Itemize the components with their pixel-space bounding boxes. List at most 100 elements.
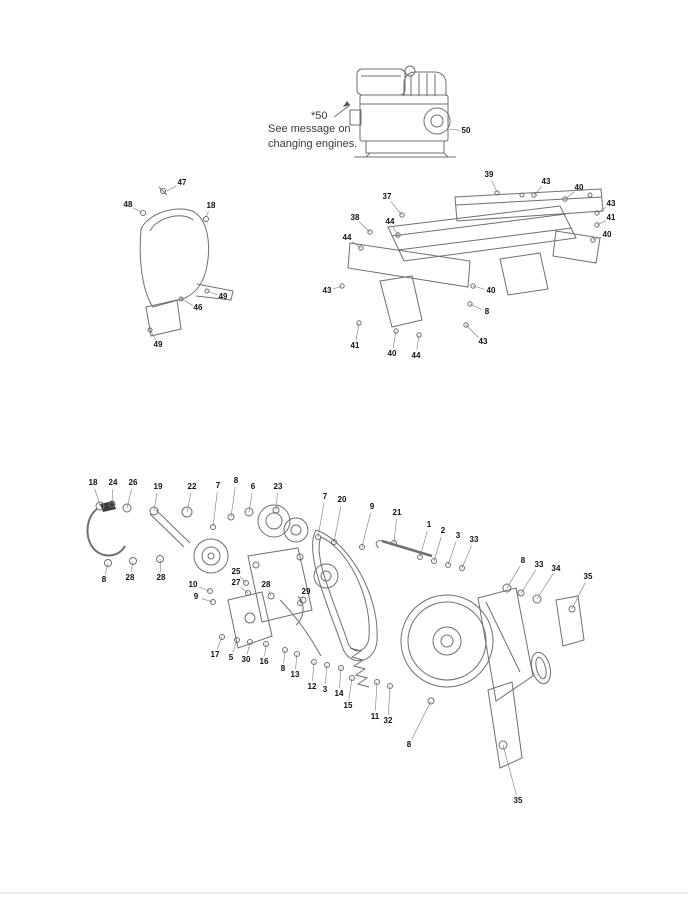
- far-right-bracket: [555, 595, 585, 647]
- part-callout-drive-33: 33: [469, 535, 479, 544]
- leader-line-8: [506, 566, 521, 589]
- part-callout-belt-cover-18: 18: [206, 201, 216, 210]
- part-callout-drive-8: 8: [101, 575, 107, 584]
- small-idler-pulley: [313, 563, 339, 589]
- part-callout-frame-44: 44: [411, 351, 421, 360]
- leader-line-8: [283, 649, 286, 664]
- part-callout-frame-43: 43: [606, 199, 616, 208]
- part-callout-frame-43: 43: [541, 177, 551, 186]
- leader-line-8: [411, 700, 432, 740]
- leader-line-34: [536, 573, 554, 600]
- part-callout-frame-44: 44: [385, 217, 395, 226]
- leader-line-49: [206, 290, 218, 296]
- frame-upper-rail: [454, 188, 604, 222]
- leader-line-14: [339, 667, 342, 689]
- frame-right-leg: [499, 252, 549, 296]
- part-callout-drive-15: 15: [343, 701, 353, 710]
- frame-side-bracket: [552, 230, 601, 264]
- part-callout-drive-9: 9: [193, 592, 199, 601]
- part-callout-drive-10: 10: [188, 580, 198, 589]
- part-callout-belt-cover-49: 49: [218, 292, 228, 301]
- part-callout-drive-16: 16: [259, 657, 269, 666]
- part-callout-drive-17: 17: [210, 650, 220, 659]
- idler-pulley: [193, 538, 229, 574]
- main-drive-pulley: [400, 594, 494, 688]
- right-support-bracket: [477, 587, 534, 702]
- part-callout-drive-25: 25: [231, 567, 241, 576]
- part-callout-drive-11: 11: [370, 712, 380, 721]
- frame-lower-channel: [347, 242, 471, 288]
- part-callout-drive-2: 2: [440, 526, 446, 535]
- leader-line-35: [502, 744, 517, 796]
- part-callout-drive-6: 6: [250, 482, 256, 491]
- leader-lines: [94, 128, 607, 796]
- part-callout-drive-8: 8: [520, 556, 526, 565]
- leader-line-1: [419, 530, 428, 558]
- part-callout-drive-21: 21: [392, 508, 402, 517]
- leader-line-3: [447, 541, 457, 566]
- leader-line-21: [393, 518, 397, 544]
- leader-line-46: [180, 298, 193, 306]
- part-callout-drive-29: 29: [301, 587, 311, 596]
- leader-line-23: [275, 492, 278, 511]
- belt-cover-illustration: [139, 186, 234, 337]
- part-callout-belt-cover-46: 46: [193, 303, 203, 312]
- note-arrow: [333, 104, 351, 118]
- leader-line-13: [295, 653, 298, 670]
- lower-right-bracket: [487, 681, 523, 769]
- part-callout-frame-43: 43: [322, 286, 332, 295]
- leader-line-27: [240, 586, 249, 594]
- leader-line-48: [133, 207, 142, 213]
- leader-line-28: [130, 560, 134, 573]
- engine-fuel-tank: [356, 68, 406, 96]
- part-callout-drive-3: 3: [455, 531, 461, 540]
- leader-line-12: [312, 661, 315, 682]
- part-callout-drive-12: 12: [307, 682, 317, 691]
- leader-line-40: [392, 330, 397, 349]
- idler-arm: [279, 599, 322, 657]
- leader-line-28: [268, 590, 272, 597]
- part-callout-drive-14: 14: [334, 689, 344, 698]
- part-callout-drive-8: 8: [406, 740, 412, 749]
- engine-illustration: [333, 65, 456, 158]
- leader-line-40: [564, 191, 575, 200]
- part-callout-drive-8: 8: [233, 476, 239, 485]
- leader-line-26: [126, 488, 132, 509]
- leader-line-44: [392, 226, 399, 236]
- part-callout-frame-44: 44: [342, 233, 352, 242]
- part-callout-drive-3: 3: [322, 685, 328, 694]
- leader-line-33: [461, 545, 472, 569]
- part-callout-frame-40: 40: [602, 230, 612, 239]
- drive-belt: [312, 529, 378, 662]
- leader-line-18: [205, 211, 209, 218]
- part-callout-engine-50: 50: [461, 126, 471, 135]
- part-callout-frame-40: 40: [387, 349, 397, 358]
- leader-line-38: [359, 221, 371, 233]
- part-callout-drive-30: 30: [241, 655, 251, 664]
- part-callout-drive-35: 35: [513, 796, 523, 805]
- leader-line-17: [216, 636, 223, 650]
- part-callout-drive-22: 22: [187, 482, 197, 491]
- leader-line-9: [201, 598, 214, 603]
- part-callout-drive-8: 8: [280, 664, 286, 673]
- leader-line-43: [533, 186, 543, 196]
- engine-note-line1: See message on: [268, 123, 351, 135]
- part-callout-frame-37: 37: [382, 192, 392, 201]
- leader-line-5: [232, 639, 238, 653]
- engine-note-ref: *50: [311, 110, 328, 122]
- part-callout-drive-27: 27: [231, 578, 241, 587]
- leader-line-8: [230, 486, 236, 518]
- part-callout-drive-5: 5: [228, 653, 234, 662]
- leader-line-25: [239, 576, 247, 584]
- engine-carburetor: [349, 109, 362, 126]
- part-callout-frame-40: 40: [486, 286, 496, 295]
- part-callout-frame-43: 43: [478, 337, 488, 346]
- frame-left-leg: [379, 275, 423, 328]
- part-callout-drive-28: 28: [261, 580, 271, 589]
- leader-line-37: [390, 201, 403, 216]
- lower-left-bracket: [227, 591, 273, 649]
- leader-line-10: [198, 586, 211, 592]
- double-pulley: [257, 504, 291, 538]
- part-callout-drive-34: 34: [551, 564, 561, 573]
